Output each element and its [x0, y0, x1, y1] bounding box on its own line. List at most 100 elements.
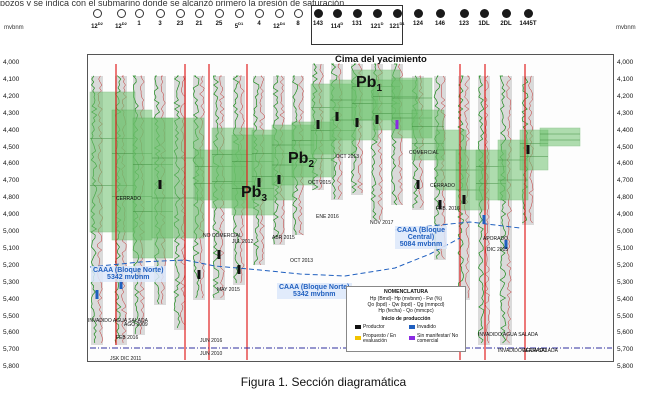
legend-swatch-invadido — [409, 325, 415, 329]
perforation-interval — [482, 215, 486, 224]
well-group-highlight — [311, 5, 403, 45]
pb2-label: Pb2 — [288, 150, 315, 171]
legend-title: NOMENCLATURA — [384, 289, 428, 295]
annotation-text: INVADIDO AGUA SALADA — [498, 348, 558, 354]
well-name-14: 131 — [351, 21, 362, 27]
depth-tick: 4,400 — [3, 126, 20, 134]
depth-tick: 4,900 — [617, 211, 634, 219]
cima-label: Cima del yacimiento — [335, 54, 427, 65]
well-marker-22 — [524, 9, 533, 18]
annotation-text: OCT 2013 — [336, 154, 359, 160]
perforation-interval — [335, 112, 339, 121]
depth-tick: 5,100 — [3, 244, 20, 252]
depth-tick: 5,300 — [617, 278, 634, 286]
depth-tick: 5,200 — [617, 261, 634, 269]
well-name-11: 8 — [296, 21, 300, 27]
well-marker-2 — [117, 9, 126, 18]
depth-tick: 5,100 — [617, 244, 634, 252]
well-name-17: 124 — [412, 21, 423, 27]
perforation-interval — [395, 120, 399, 129]
legend-swatch-sin-manifestar — [409, 336, 415, 340]
depth-tick: 5,700 — [3, 346, 20, 354]
legend-subtitle: Inicio de producción — [381, 316, 431, 322]
well-name-1: 12D2 — [91, 21, 103, 30]
legend-item-sin-manifestar: Sin manifestar/ No comercial — [417, 333, 459, 344]
annotation-text: ABR 2015 — [272, 235, 295, 241]
legend-item-invadido: Invadido — [417, 324, 436, 330]
perforation-interval — [462, 195, 466, 204]
caaa-norte-center-label: CAAA (Bloque Norte)5342 mvbnm — [277, 283, 352, 299]
well-marker-18 — [436, 9, 445, 18]
well-name-3: 1 — [137, 21, 141, 27]
depth-tick: 4,100 — [617, 75, 634, 83]
depth-tick: 5,500 — [617, 312, 634, 320]
legend-line3: Hp (fecha) - Qo (mmcpc) — [378, 308, 434, 314]
well-name-10: 12D4 — [273, 21, 285, 30]
well-marker-9 — [255, 9, 264, 18]
annotation-text: DIC 2015 — [487, 247, 509, 253]
perforation-interval — [95, 290, 99, 299]
well-name-13: 114D — [330, 21, 344, 30]
depth-tick: 5,400 — [3, 295, 20, 303]
well-name-2: 12D2 — [115, 21, 127, 30]
perforation-interval — [526, 145, 530, 154]
annotation-text: APORADO — [483, 236, 509, 242]
depth-tick: 5,500 — [3, 312, 20, 320]
depth-tick: 4,200 — [3, 92, 20, 100]
gamma-log-curve — [499, 75, 507, 344]
well-marker-3 — [135, 9, 144, 18]
well-marker-16 — [393, 9, 402, 18]
legend-line1: Hp (Bmd)- Hp (mvbnm) - Fw (%) — [369, 296, 443, 302]
depth-tick: 5,300 — [3, 278, 20, 286]
depth-tick: 5,700 — [617, 346, 634, 354]
header-cut-text: pozos y se indica con el submarino donde… — [0, 0, 347, 6]
annotation-text: OCT 2013 — [290, 258, 313, 264]
annotation-text: JSK DIC 2011 — [110, 356, 142, 362]
well-name-19: 123 — [458, 21, 469, 27]
depth-tick: 4,700 — [617, 177, 634, 185]
well-name-5: 23 — [176, 21, 184, 27]
perforation-interval — [277, 175, 281, 184]
depth-tick: 5,600 — [3, 329, 20, 337]
well-name-18: 146 — [434, 21, 445, 27]
perforation-interval — [416, 180, 420, 189]
well-marker-14 — [353, 9, 362, 18]
depth-tick: 5,800 — [617, 363, 634, 371]
perforation-interval — [217, 250, 221, 259]
depth-tick: 5,400 — [617, 295, 634, 303]
annotation-text: INVADIDO AGUA SALADA — [88, 318, 148, 324]
depth-tick: 4,500 — [3, 143, 20, 151]
depth-tick: 5,600 — [617, 329, 634, 337]
perforation-interval — [158, 180, 162, 189]
well-marker-19 — [460, 9, 469, 18]
annotation-text: NOV 2017 — [370, 220, 394, 226]
annotation-text: NO COMERCIAL — [203, 233, 242, 239]
annotation-text: JUL 2012 — [232, 239, 254, 245]
depth-tick: 4,600 — [617, 160, 634, 168]
perforation-interval — [237, 265, 241, 274]
perforation-interval — [316, 120, 320, 129]
annotation-text: JUN 2010 — [200, 351, 223, 357]
legend-item-productor: Productor — [363, 324, 385, 330]
well-name-7: 25 — [215, 21, 223, 27]
figure-caption: Figura 1. Sección diagramática — [240, 375, 407, 389]
caaa-norte-left-label: CAAA (Bloque Norte)5342 mvbnm — [91, 266, 166, 282]
well-marker-20 — [480, 9, 489, 18]
depth-tick: 4,900 — [3, 211, 20, 219]
well-marker-5 — [176, 9, 185, 18]
well-marker-21 — [502, 9, 511, 18]
annotation-text: AGO 2009 — [124, 322, 148, 328]
well-marker-11 — [294, 9, 303, 18]
pb1-label: Pb1 — [356, 74, 383, 95]
well-marker-13 — [333, 9, 342, 18]
depth-tick: 4,700 — [3, 177, 20, 185]
well-name-8: 5D1 — [234, 21, 244, 30]
depth-tick: 4,000 — [617, 59, 634, 66]
annotation-text: INVADIDO AGUA SALADA — [478, 332, 538, 338]
legend-swatch-productor — [355, 325, 361, 329]
well-marker-7 — [215, 9, 224, 18]
